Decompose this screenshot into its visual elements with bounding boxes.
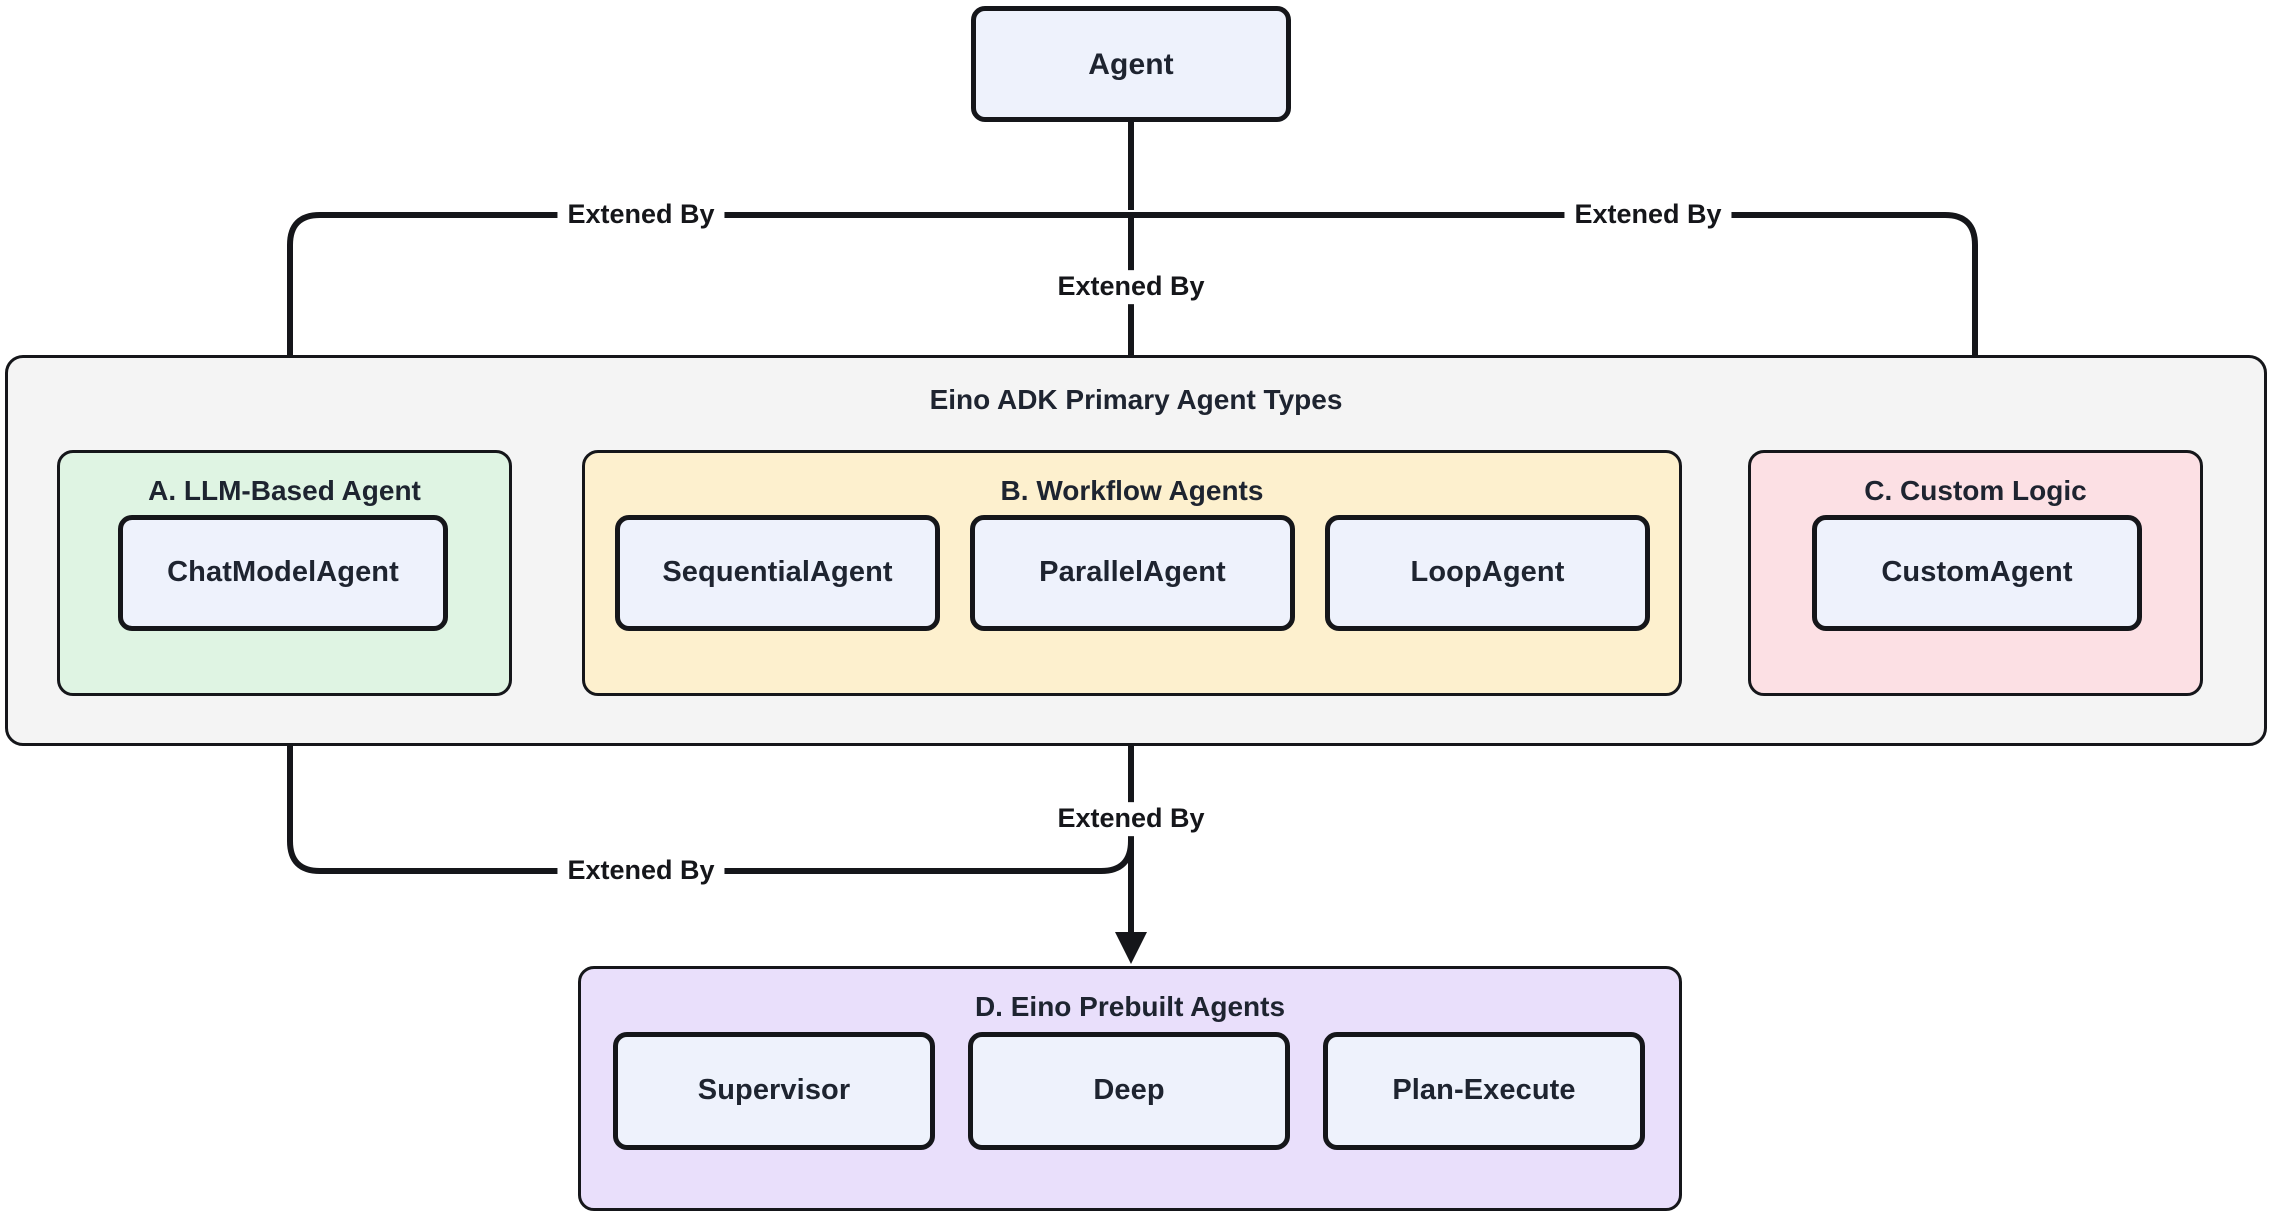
cluster-llm-title: A. LLM-Based Agent: [148, 475, 421, 506]
node-supervisor-label: Supervisor: [697, 1074, 851, 1107]
node-chatmodelagent[interactable]: ChatModelAgent: [118, 515, 448, 631]
edge-label-agent-to-workflow: Extened By: [1047, 270, 1215, 304]
node-parallelagent[interactable]: ParallelAgent: [970, 515, 1295, 631]
cluster-custom-title: C. Custom Logic: [1864, 475, 2087, 506]
node-agent[interactable]: Agent: [971, 6, 1291, 122]
cluster-workflow-title: B. Workflow Agents: [1000, 475, 1264, 506]
node-parallelagent-label: ParallelAgent: [1039, 556, 1226, 589]
arrowhead-prebuilt: [1115, 932, 1147, 964]
node-sequentialagent[interactable]: SequentialAgent: [615, 515, 940, 631]
node-agent-label: Agent: [1088, 47, 1174, 81]
node-plan-execute-label: Plan-Execute: [1392, 1074, 1576, 1107]
node-supervisor[interactable]: Supervisor: [613, 1032, 935, 1150]
cluster-primary-title: Eino ADK Primary Agent Types: [929, 384, 1343, 415]
edge-label-agent-to-llm: Extened By: [557, 198, 725, 232]
node-deep-label: Deep: [1093, 1074, 1165, 1107]
node-loopagent[interactable]: LoopAgent: [1325, 515, 1650, 631]
node-plan-execute[interactable]: Plan-Execute: [1323, 1032, 1645, 1150]
node-customagent[interactable]: CustomAgent: [1812, 515, 2142, 631]
edge-label-workflow-to-prebuilt: Extened By: [1047, 802, 1215, 836]
node-customagent-label: CustomAgent: [1881, 556, 2073, 589]
node-sequentialagent-label: SequentialAgent: [662, 556, 893, 589]
node-deep[interactable]: Deep: [968, 1032, 1290, 1150]
cluster-prebuilt-title: D. Eino Prebuilt Agents: [974, 991, 1286, 1022]
node-loopagent-label: LoopAgent: [1410, 556, 1565, 589]
edge-label-llm-to-prebuilt: Extened By: [557, 854, 725, 888]
edge-label-agent-to-custom: Extened By: [1564, 198, 1732, 232]
node-chatmodelagent-label: ChatModelAgent: [167, 556, 399, 589]
